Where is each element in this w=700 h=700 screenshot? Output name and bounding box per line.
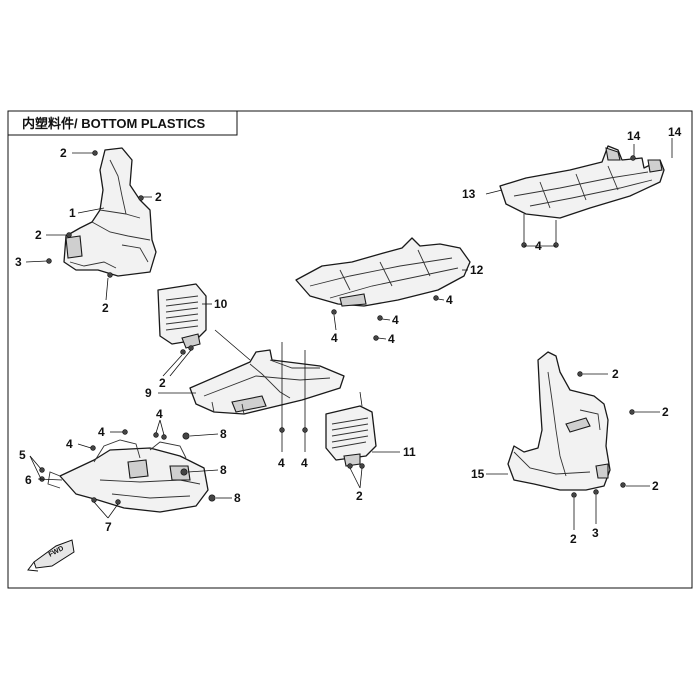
callout-4: 4: [388, 332, 395, 346]
callout-4: 4: [66, 437, 73, 451]
callout-6: 6: [25, 473, 32, 487]
callout-2: 2: [570, 532, 577, 546]
callout-2: 2: [159, 376, 166, 390]
callout-3: 3: [15, 255, 22, 269]
callout-4: 4: [278, 456, 285, 470]
callout-2: 2: [356, 489, 363, 503]
callout-4: 4: [156, 407, 163, 421]
callout-labels: 2 2 1 2 3 2 10 2 9 12 4 4 4 4 13 14 14 4…: [15, 125, 682, 546]
callout-2: 2: [652, 479, 659, 493]
callout-3: 3: [592, 526, 599, 540]
part-13-rear-skid-plate: [499, 145, 665, 219]
diagram-title: 内塑料件/ BOTTOM PLASTICS: [22, 116, 206, 131]
callout-5: 5: [19, 448, 26, 462]
callout-2: 2: [612, 367, 619, 381]
callout-4: 4: [535, 239, 542, 253]
callout-2: 2: [60, 146, 67, 160]
part-10-grille-cover: [157, 283, 207, 349]
callout-4: 4: [446, 293, 453, 307]
callout-4: 4: [98, 425, 105, 439]
part-9-center-floor-panel: [189, 349, 345, 415]
callout-2: 2: [102, 301, 109, 315]
fwd-direction-badge: FWD: [27, 539, 75, 572]
callout-10: 10: [214, 297, 228, 311]
callout-12: 12: [470, 263, 484, 277]
diagram-border: [7, 110, 693, 589]
callout-4: 4: [331, 331, 338, 345]
callout-2: 2: [35, 228, 42, 242]
leader-lines: [25, 144, 660, 530]
callout-13: 13: [462, 187, 476, 201]
part-15-right-fender-guard: [507, 351, 611, 491]
callout-15: 15: [471, 467, 485, 481]
part-1-left-fender-guard: [63, 147, 157, 277]
part-12-middle-skid-plate: [295, 237, 471, 307]
callout-4: 4: [301, 456, 308, 470]
callout-2: 2: [155, 190, 162, 204]
callout-8: 8: [220, 463, 227, 477]
callout-11: 11: [403, 445, 416, 459]
title-box: [8, 110, 238, 136]
callout-8: 8: [220, 427, 227, 441]
callout-14: 14: [668, 125, 682, 139]
callout-4: 4: [392, 313, 399, 327]
callout-14: 14: [627, 129, 641, 143]
callout-8: 8: [234, 491, 241, 505]
callout-9: 9: [145, 386, 152, 400]
callout-1: 1: [69, 206, 76, 220]
part-11-right-grille-cover: [325, 405, 377, 467]
callout-2: 2: [662, 405, 669, 419]
callout-7: 7: [105, 520, 112, 534]
alignment-lines: [214, 138, 673, 452]
